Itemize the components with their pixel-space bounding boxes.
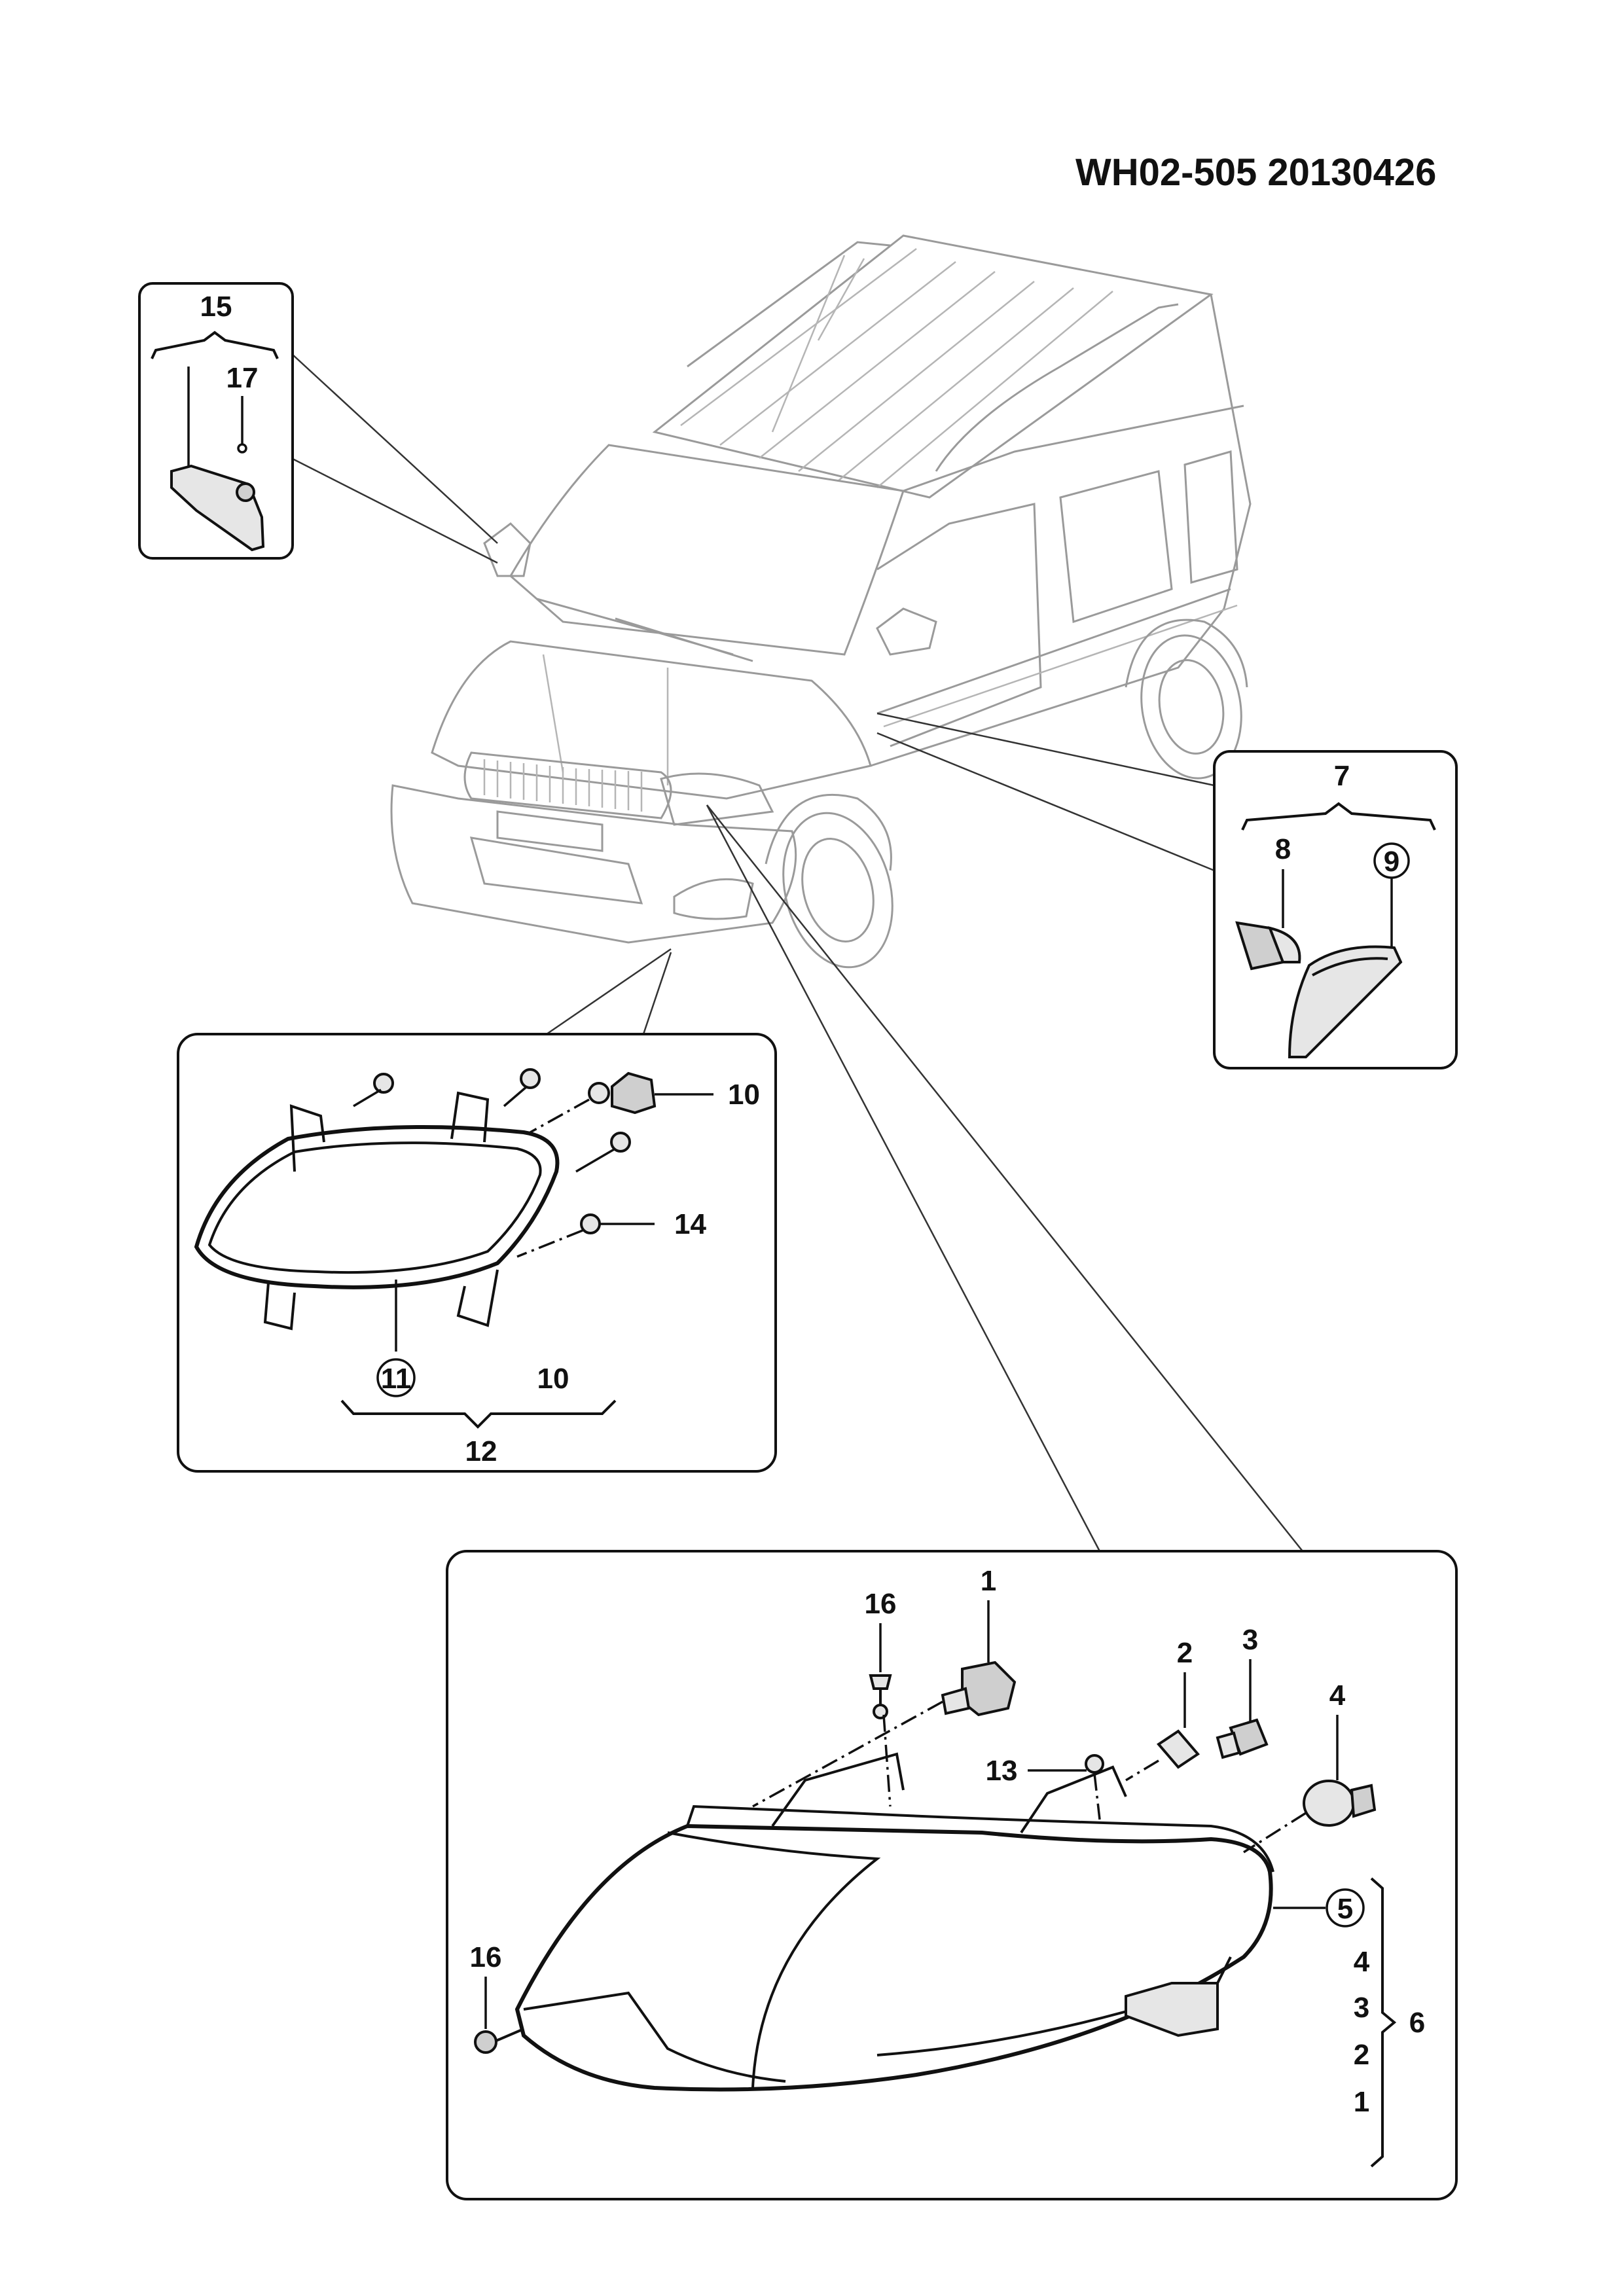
callout-3: 3 bbox=[1242, 1624, 1258, 1656]
bulb-4 bbox=[1303, 1780, 1377, 1827]
inset-side-mirror-lamp: 15 17 bbox=[138, 282, 294, 560]
bulb-1 bbox=[941, 1660, 1017, 1717]
bulb-2 bbox=[1157, 1729, 1200, 1769]
inset-headlamp: 16 1 13 2 3 4 bbox=[446, 1550, 1458, 2200]
leader-lines bbox=[291, 353, 1303, 1552]
headlamp-5 bbox=[514, 1752, 1274, 2092]
callout-1: 1 bbox=[981, 1565, 996, 1597]
stack-item-2: 2 bbox=[1354, 2039, 1369, 2071]
circle-11 bbox=[376, 1358, 416, 1397]
brace-7 bbox=[1241, 802, 1436, 831]
inset-side-marker-lamp: 7 8 9 bbox=[1213, 750, 1458, 1069]
callout-8: 8 bbox=[1275, 833, 1291, 865]
screw-16-top bbox=[869, 1623, 892, 1719]
fog-bulb-10 bbox=[611, 1071, 657, 1115]
vehicle-illustration bbox=[390, 234, 1252, 969]
brace-6 bbox=[1370, 1877, 1397, 2168]
callout-2: 2 bbox=[1177, 1637, 1193, 1669]
side-marker-lamp-9 bbox=[1288, 945, 1403, 1058]
stack-item-3: 1 bbox=[1354, 2086, 1369, 2118]
bulb-3 bbox=[1216, 1718, 1269, 1759]
callout-6: 6 bbox=[1409, 2007, 1425, 2039]
brace-15 bbox=[151, 331, 279, 359]
screw-16-bottom bbox=[474, 2028, 524, 2054]
inset-fog-lamp: 10 14 11 10 12 bbox=[177, 1033, 777, 1473]
callout-17: 17 bbox=[226, 362, 259, 394]
drawing-code: WH02-505 20130426 bbox=[1075, 151, 1436, 194]
stack-item-0: 4 bbox=[1354, 1946, 1370, 1978]
callout-7: 7 bbox=[1334, 760, 1350, 792]
screws bbox=[353, 1068, 631, 1234]
bulb-socket-8 bbox=[1235, 921, 1301, 971]
stack-item-1: 3 bbox=[1354, 1992, 1369, 2024]
callout-12: 12 bbox=[465, 1435, 497, 1467]
callout-10-bulb: 10 bbox=[728, 1079, 760, 1111]
callout-15: 15 bbox=[200, 291, 232, 323]
callout-14: 14 bbox=[674, 1208, 706, 1240]
callout-4: 4 bbox=[1329, 1679, 1346, 1712]
brace-12 bbox=[340, 1399, 617, 1429]
callout-9: 9 bbox=[1384, 846, 1399, 878]
callout-16-top: 16 bbox=[865, 1588, 897, 1620]
callout-5: 5 bbox=[1337, 1893, 1353, 1925]
fog-lamp-frame-11 bbox=[194, 1125, 560, 1289]
callout-13: 13 bbox=[986, 1755, 1018, 1787]
circle-5 bbox=[1326, 1888, 1365, 1928]
callout-11: 11 bbox=[381, 1363, 412, 1395]
callout-16-bottom: 16 bbox=[470, 1941, 502, 1973]
callout-10-group: 10 bbox=[537, 1363, 569, 1395]
